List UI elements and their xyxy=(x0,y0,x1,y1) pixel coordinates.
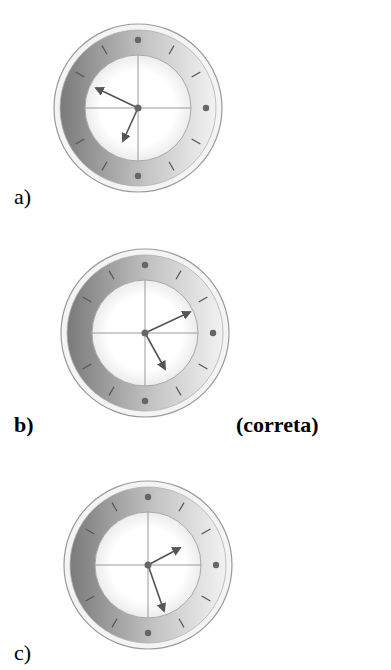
clock-a xyxy=(54,24,222,192)
option-letter: c) xyxy=(14,642,31,664)
answer-mark: (correta) xyxy=(236,414,319,436)
option-letter: b) xyxy=(14,414,34,436)
option-letter: a) xyxy=(14,186,31,208)
clock-b xyxy=(61,249,229,417)
clock-c xyxy=(64,481,232,649)
